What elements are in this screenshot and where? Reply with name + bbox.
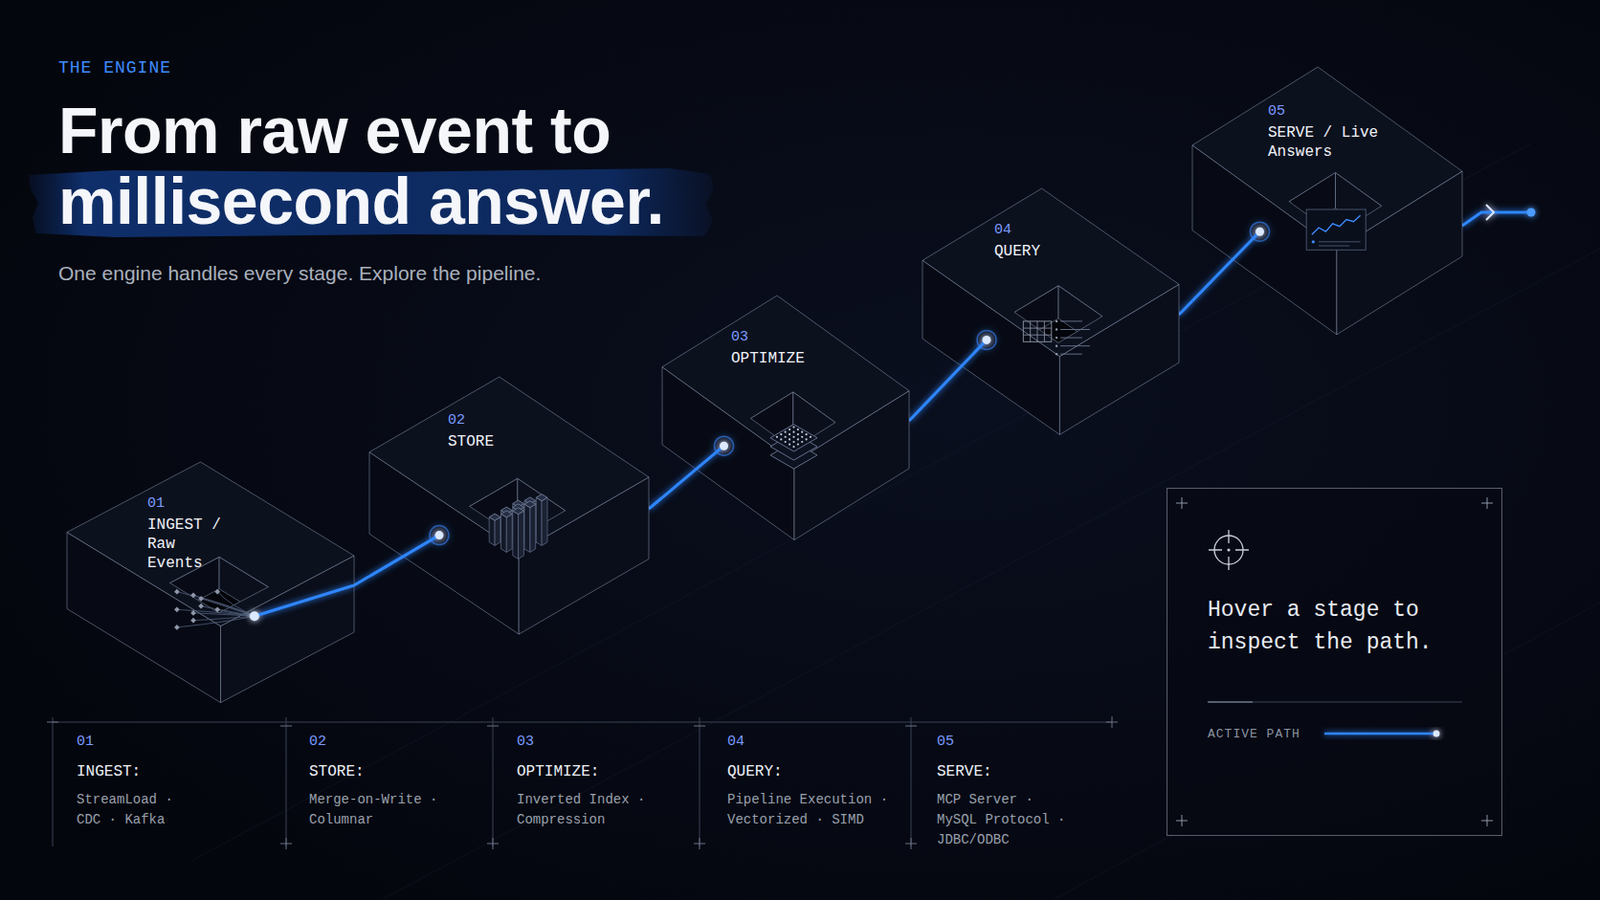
- stage-heading: QUERY:: [727, 762, 783, 782]
- block-label-group: 02STORE: [447, 411, 577, 452]
- stage-block: 02STORE: [369, 377, 649, 642]
- block-label-group: 01INGEST / Raw Events: [147, 494, 236, 574]
- panel-caption: ACTIVE PATH: [1207, 727, 1301, 743]
- stage-number: 05: [936, 733, 955, 752]
- panel-decor: [1166, 488, 1503, 837]
- panel-prompt: Hover a stage to inspect the path.: [1207, 594, 1486, 660]
- flow-connector: [354, 577, 370, 586]
- stage-number: 02: [309, 733, 327, 752]
- block-label-group: 03OPTIMIZE: [731, 328, 860, 369]
- stage-title: QUERY: [994, 242, 1123, 262]
- stage-block: 05SERVE / Live Answers: [1192, 66, 1463, 342]
- stage-number: 03: [731, 328, 860, 347]
- info-panel: Hover a stage to inspect the path. ACTIVE…: [1166, 488, 1503, 837]
- block-label-group: 05SERVE / Live Answers: [1267, 102, 1384, 162]
- stage-number: 01: [76, 733, 94, 752]
- stage-number: 04: [727, 733, 745, 752]
- stage-number: 03: [516, 733, 534, 752]
- eyebrow-label: THE ENGINE: [58, 57, 172, 79]
- stage-detail: Inverted Index · Compression: [516, 790, 654, 831]
- flow-connector: [1178, 301, 1193, 315]
- stage-title: SERVE / Live Answers: [1267, 123, 1384, 162]
- page-title: From raw event to millisecond answer.: [58, 94, 757, 237]
- page-caption: One engine handles every stage. Explore …: [58, 261, 541, 287]
- faint-grid: [191, 143, 1600, 900]
- block-outline: [662, 295, 910, 547]
- block-outline: [1192, 66, 1463, 342]
- stage-heading: STORE:: [309, 762, 365, 782]
- stage-number: 02: [447, 411, 577, 430]
- stage-block: 04QUERY: [922, 188, 1179, 442]
- stage-detail: Pipeline Execution · Vectorized · SIMD: [727, 790, 901, 831]
- block-outline: [922, 188, 1179, 442]
- flow-connector: [909, 406, 923, 422]
- stage-detail: MCP Server · MySQL Protocol · JDBC/ODBC: [936, 790, 1078, 851]
- stage-block: 03OPTIMIZE: [662, 295, 910, 547]
- block-label-group: 04QUERY: [994, 221, 1123, 262]
- stage-heading: OPTIMIZE:: [516, 762, 600, 782]
- stage-number: 05: [1267, 102, 1384, 121]
- block-outline: [369, 377, 649, 642]
- block-outline: [66, 462, 355, 710]
- table-rules: [46, 716, 1118, 850]
- stage-detail: StreamLoad · CDC · Kafka: [76, 790, 194, 831]
- flow-connector: [648, 497, 663, 510]
- stage-number: 01: [147, 494, 236, 513]
- exit-arrow: [1462, 204, 1536, 226]
- stage-title: OPTIMIZE: [731, 349, 860, 369]
- stage-heading: SERVE:: [936, 762, 993, 782]
- stage-title: INGEST / Raw Events: [147, 515, 236, 574]
- stage-block: 01INGEST / Raw Events: [66, 462, 355, 710]
- stage-number: 04: [994, 221, 1123, 240]
- stage-heading: INGEST:: [76, 762, 141, 782]
- stage-title: STORE: [447, 432, 577, 452]
- stage-detail: Merge-on-Write · Columnar: [309, 790, 446, 831]
